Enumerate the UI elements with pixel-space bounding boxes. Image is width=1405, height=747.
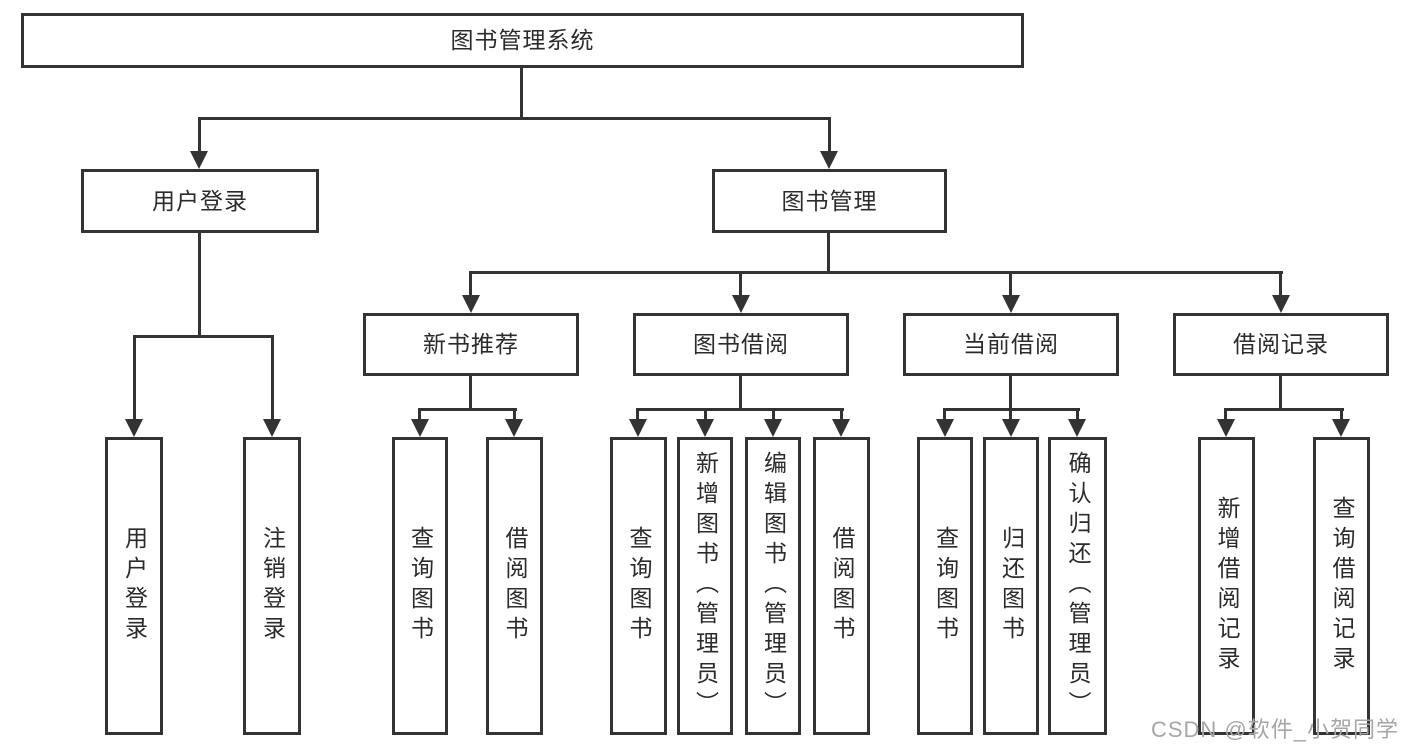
connector-line xyxy=(198,233,201,338)
connector-line xyxy=(840,408,843,421)
node-book-borrowing: 图书借阅 xyxy=(633,313,849,376)
node-user-login: 用户登录 xyxy=(81,169,319,233)
node-label: 图书借阅 xyxy=(693,331,789,357)
arrowhead-down-icon xyxy=(936,419,954,437)
connector-line xyxy=(739,376,742,411)
leaf-query-book-recommend: 查询图书 xyxy=(392,437,448,735)
connector-line xyxy=(1224,408,1344,411)
csdn-watermark: CSDN @软件_小贺同学 xyxy=(1150,717,1399,742)
connector-line xyxy=(943,408,946,421)
connector-line xyxy=(739,271,742,297)
node-new-book-recommend: 新书推荐 xyxy=(363,313,579,376)
connector-line xyxy=(469,376,472,411)
arrowhead-down-icon xyxy=(1332,419,1350,437)
connector-line xyxy=(198,117,831,120)
node-borrowing-records: 借阅记录 xyxy=(1173,313,1389,376)
leaf-label: 归还图书 xyxy=(998,526,1025,646)
leaf-query-book-current: 查询图书 xyxy=(917,437,973,735)
connector-line xyxy=(772,408,775,421)
leaf-label: 编辑图书（管理员） xyxy=(760,451,787,721)
arrowhead-down-icon xyxy=(125,419,143,437)
connector-line xyxy=(520,68,523,120)
node-label: 借阅记录 xyxy=(1233,331,1329,357)
node-label: 图书管理系统 xyxy=(450,27,595,53)
connector-line xyxy=(1224,408,1227,421)
arrowhead-down-icon xyxy=(696,419,714,437)
connector-line xyxy=(1340,408,1343,421)
connector-line xyxy=(418,408,517,411)
connector-line xyxy=(1009,271,1012,297)
node-current-borrowing: 当前借阅 xyxy=(903,313,1119,376)
leaf-add-book-admin: 新增图书（管理员） xyxy=(677,437,733,735)
leaf-label: 确认归还（管理员） xyxy=(1065,451,1091,721)
node-label: 图书管理 xyxy=(781,187,878,214)
arrowhead-down-icon xyxy=(411,419,429,437)
node-label: 当前借阅 xyxy=(963,331,1059,357)
leaf-label: 注销登录 xyxy=(259,526,286,646)
connector-line xyxy=(1279,271,1282,297)
connector-line xyxy=(1279,376,1282,411)
arrowhead-down-icon xyxy=(1217,419,1235,437)
connector-line xyxy=(1009,376,1012,411)
arrowhead-down-icon xyxy=(832,419,850,437)
connector-line xyxy=(636,408,639,421)
leaf-borrow-book-recommend: 借阅图书 xyxy=(486,437,543,735)
leaf-borrow-book: 借阅图书 xyxy=(813,437,870,735)
leaf-confirm-return-admin: 确认归还（管理员） xyxy=(1048,437,1107,735)
connector-line xyxy=(133,335,136,420)
connector-line xyxy=(1009,408,1012,421)
leaf-label: 借阅图书 xyxy=(502,526,528,646)
arrowhead-down-icon xyxy=(1068,419,1086,437)
arrowhead-down-icon xyxy=(1002,419,1020,437)
leaf-label: 查询借阅记录 xyxy=(1329,496,1355,676)
leaf-label: 新增借阅记录 xyxy=(1214,496,1240,676)
arrowhead-down-icon xyxy=(764,419,782,437)
arrowhead-down-icon xyxy=(505,419,523,437)
arrowhead-down-icon xyxy=(1002,295,1020,313)
connector-line xyxy=(469,271,472,297)
connector-line xyxy=(469,271,1283,274)
connector-line xyxy=(827,233,830,274)
arrowhead-down-icon xyxy=(462,295,480,313)
leaf-label: 查询图书 xyxy=(932,526,959,646)
arrowhead-down-icon xyxy=(263,419,281,437)
connector-line xyxy=(1076,408,1079,421)
arrowhead-down-icon xyxy=(629,419,647,437)
node-library-system: 图书管理系统 xyxy=(21,13,1024,68)
leaf-edit-book-admin: 编辑图书（管理员） xyxy=(745,437,801,735)
leaf-label: 借阅图书 xyxy=(829,526,855,646)
connector-line xyxy=(198,117,201,152)
connector-line xyxy=(828,117,831,152)
node-label: 新书推荐 xyxy=(423,331,519,357)
connector-line xyxy=(636,408,844,411)
connector-line xyxy=(513,408,516,421)
connector-line xyxy=(271,335,274,420)
leaf-label: 查询图书 xyxy=(626,526,652,646)
leaf-add-borrow-record: 新增借阅记录 xyxy=(1198,437,1255,735)
arrowhead-down-icon xyxy=(820,151,838,169)
leaf-query-book-borrow: 查询图书 xyxy=(610,437,667,735)
leaf-label: 新增图书（管理员） xyxy=(692,451,719,721)
leaf-logout: 注销登录 xyxy=(243,437,301,735)
arrowhead-down-icon xyxy=(732,295,750,313)
leaf-label: 查询图书 xyxy=(407,526,434,646)
arrowhead-down-icon xyxy=(190,151,208,169)
node-label: 用户登录 xyxy=(152,187,248,214)
leaf-query-borrow-record: 查询借阅记录 xyxy=(1313,437,1370,735)
connector-line xyxy=(133,335,274,338)
arrowhead-down-icon xyxy=(1272,295,1290,313)
node-book-management: 图书管理 xyxy=(712,169,947,233)
leaf-user-login: 用户登录 xyxy=(105,437,163,735)
leaf-label: 用户登录 xyxy=(121,526,148,646)
connector-line xyxy=(704,408,707,421)
connector-line xyxy=(418,408,421,421)
leaf-return-book: 归还图书 xyxy=(983,437,1039,735)
